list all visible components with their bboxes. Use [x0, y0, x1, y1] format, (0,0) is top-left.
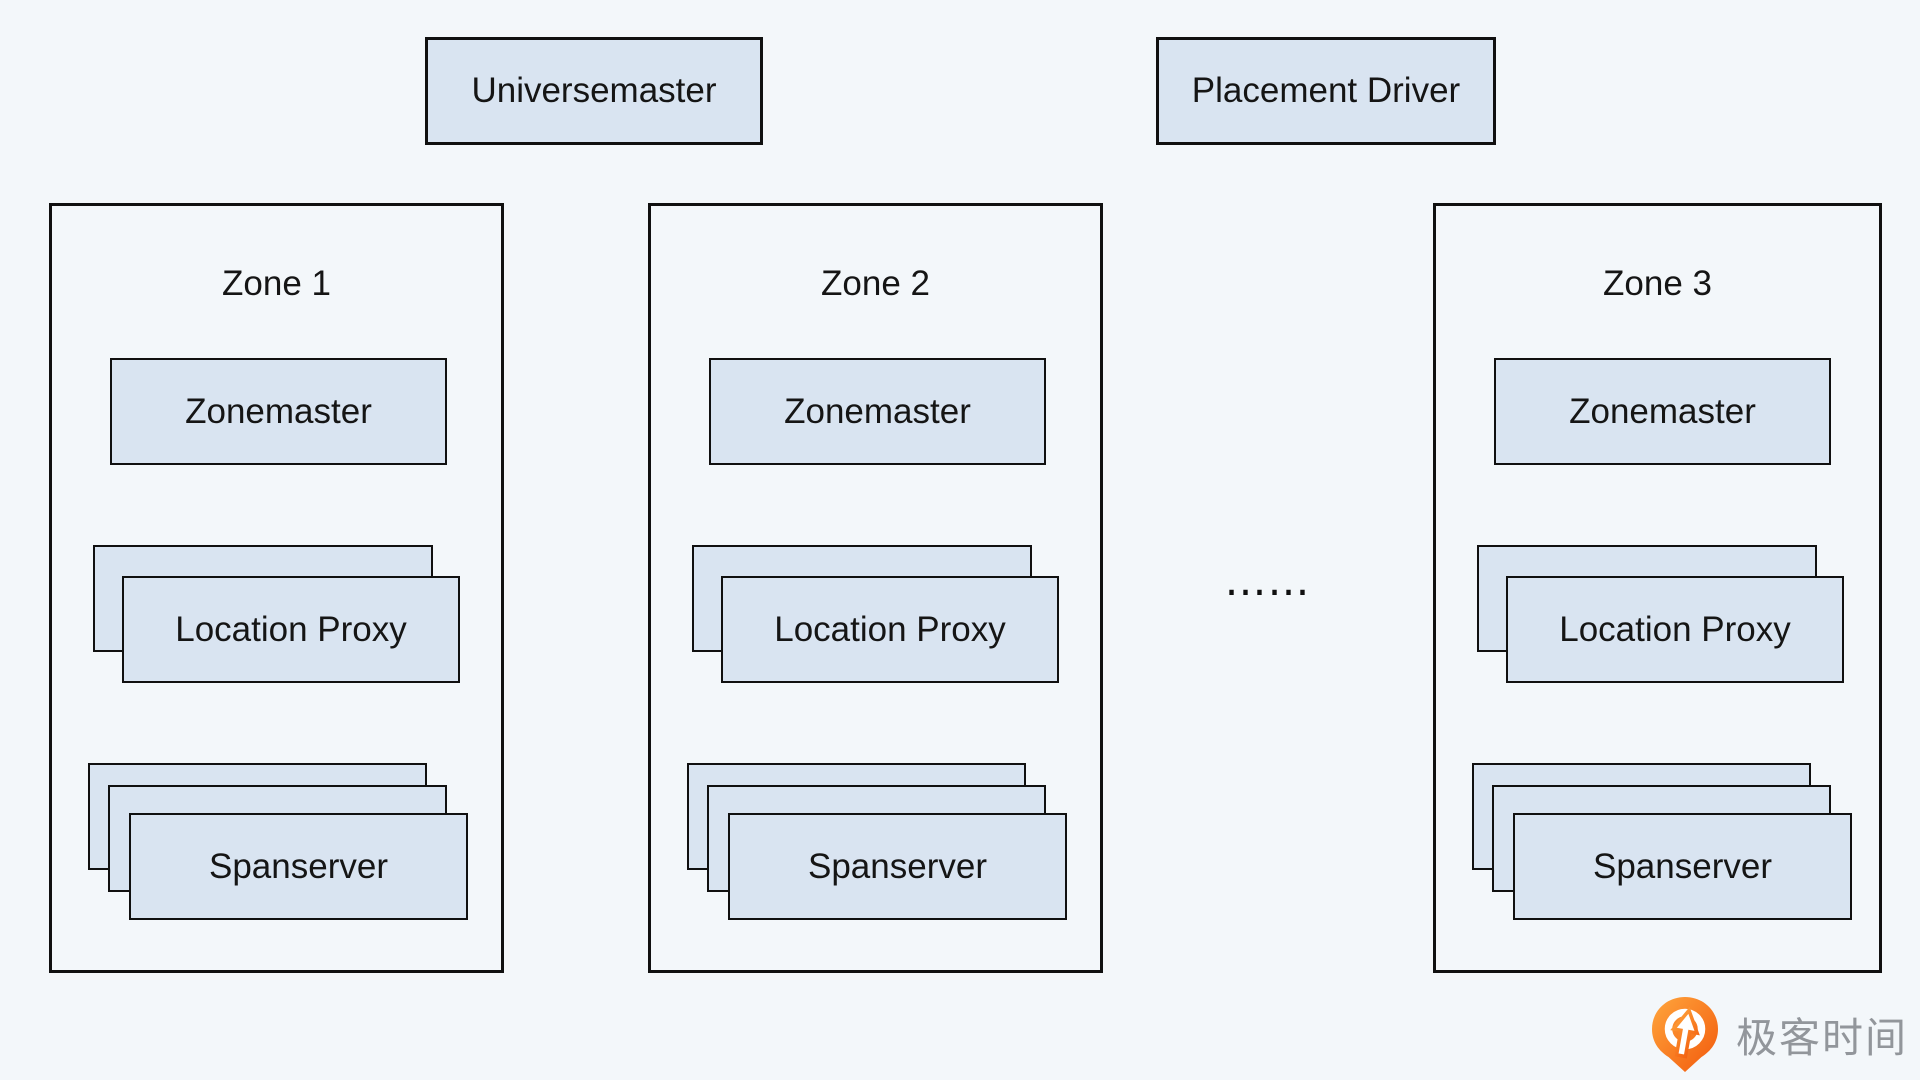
zone-2-location-proxy-box: Location Proxy: [721, 576, 1059, 683]
spanserver-label: Spanserver: [808, 846, 987, 886]
zone-1-spanserver-box: Spanserver: [129, 813, 468, 920]
spanserver-label: Spanserver: [1593, 846, 1772, 886]
zone-1-location-proxy-box: Location Proxy: [122, 576, 460, 683]
zone-3-zonemaster-box: Zonemaster: [1494, 358, 1831, 465]
location-proxy-label: Location Proxy: [175, 609, 407, 649]
location-proxy-label: Location Proxy: [1559, 609, 1791, 649]
zone-1-spanserver-stack: Spanserver: [88, 763, 468, 920]
geektime-logo-text: 极客时间: [1736, 1015, 1908, 1061]
zone-3-location-proxy-stack: Location Proxy: [1477, 545, 1844, 683]
zonemaster-label: Zonemaster: [784, 391, 971, 431]
zone-3-spanserver-stack: Spanserver: [1472, 763, 1852, 920]
zone-2-spanserver-stack: Spanserver: [687, 763, 1067, 920]
geektime-logo: 极客时间: [1648, 995, 1908, 1073]
zonemaster-label: Zonemaster: [1569, 391, 1756, 431]
zone-2-container: Zone 2 Zonemaster Location Proxy Spanser…: [648, 203, 1103, 973]
zone-2-title: Zone 2: [821, 264, 930, 303]
more-zones-ellipsis: ……: [1224, 556, 1311, 605]
zone-1-location-proxy-stack: Location Proxy: [93, 545, 460, 683]
zone-2-location-proxy-stack: Location Proxy: [692, 545, 1059, 683]
zone-3-spanserver-box: Spanserver: [1513, 813, 1852, 920]
zone-2-zonemaster-box: Zonemaster: [709, 358, 1046, 465]
location-proxy-label: Location Proxy: [774, 609, 1006, 649]
universemaster-label: Universemaster: [471, 71, 717, 110]
zone-3-container: Zone 3 Zonemaster Location Proxy Spanser…: [1433, 203, 1882, 973]
geektime-pin-icon: [1648, 995, 1722, 1073]
zone-1-zonemaster-box: Zonemaster: [110, 358, 447, 465]
placement-driver-box: Placement Driver: [1156, 37, 1496, 145]
zone-3-location-proxy-box: Location Proxy: [1506, 576, 1844, 683]
zonemaster-label: Zonemaster: [185, 391, 372, 431]
zone-2-spanserver-box: Spanserver: [728, 813, 1067, 920]
zone-1-container: Zone 1 Zonemaster Location Proxy Spanser…: [49, 203, 504, 973]
universemaster-box: Universemaster: [425, 37, 763, 145]
spanserver-label: Spanserver: [209, 846, 388, 886]
zone-1-title: Zone 1: [222, 264, 331, 303]
placement-driver-label: Placement Driver: [1191, 71, 1461, 110]
zone-3-title: Zone 3: [1603, 264, 1712, 303]
